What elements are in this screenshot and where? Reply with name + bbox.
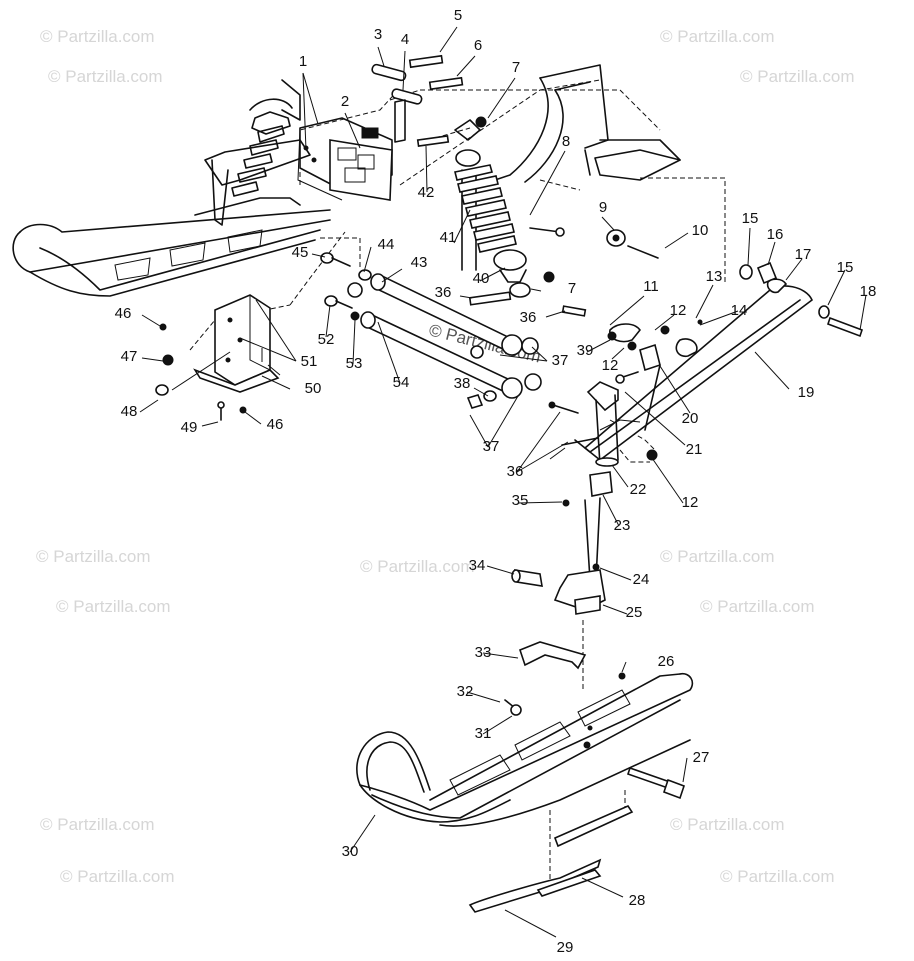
callout-45: 45 bbox=[292, 244, 309, 261]
leader-lines bbox=[139, 26, 867, 938]
watermark-text: © Partzilla.com bbox=[40, 815, 155, 834]
callout-19: 19 bbox=[798, 384, 815, 401]
callout-53: 53 bbox=[346, 355, 363, 372]
callout-40: 40 bbox=[473, 270, 490, 287]
callout-27: 27 bbox=[693, 749, 710, 766]
shock-mount-bracket bbox=[297, 117, 393, 201]
left-hardware bbox=[155, 252, 372, 421]
callout-32: 32 bbox=[457, 683, 474, 700]
callout-43: 43 bbox=[411, 254, 428, 271]
callout-37b: 37 bbox=[483, 438, 500, 455]
callout-46b: 46 bbox=[267, 416, 284, 433]
watermark-text: © Partzilla.com bbox=[720, 867, 835, 886]
callout-36: 36 bbox=[435, 284, 452, 301]
callout-52: 52 bbox=[318, 331, 335, 348]
callout-36b: 36 bbox=[520, 309, 537, 326]
callout-25: 25 bbox=[626, 604, 643, 621]
callout-37: 37 bbox=[552, 352, 569, 369]
callout-6: 6 bbox=[474, 37, 482, 54]
callout-31: 31 bbox=[475, 725, 492, 742]
front-ski bbox=[356, 672, 694, 913]
watermark-text: © Partzilla.com bbox=[670, 815, 785, 834]
callout-54: 54 bbox=[393, 374, 410, 391]
callout-36c: 36 bbox=[507, 463, 524, 480]
callout-1: 1 bbox=[299, 53, 307, 70]
watermark-text: © Partzilla.com bbox=[56, 597, 171, 616]
callout-7b: 7 bbox=[568, 280, 576, 297]
callout-51: 51 bbox=[301, 353, 318, 370]
callout-21: 21 bbox=[686, 441, 703, 458]
frame-tube bbox=[494, 64, 681, 183]
callout-34: 34 bbox=[469, 557, 486, 574]
background-frame bbox=[194, 79, 311, 226]
callout-41: 41 bbox=[440, 229, 457, 246]
callout-35: 35 bbox=[512, 492, 529, 509]
upper-hardware bbox=[371, 54, 659, 317]
watermark-text: © Partzilla.com bbox=[60, 867, 175, 886]
callout-12: 12 bbox=[670, 302, 687, 319]
callout-44: 44 bbox=[378, 236, 395, 253]
callout-13: 13 bbox=[706, 268, 723, 285]
left-bracket bbox=[193, 294, 281, 393]
callout-16: 16 bbox=[767, 226, 784, 243]
shock-absorber bbox=[454, 119, 531, 298]
callout-23: 23 bbox=[614, 517, 631, 534]
callout-33: 33 bbox=[475, 644, 492, 661]
watermarks: © Partzilla.com © Partzilla.com © Partzi… bbox=[36, 27, 855, 886]
ski-saddle bbox=[504, 641, 587, 716]
callout-2: 2 bbox=[341, 93, 349, 110]
callout-22: 22 bbox=[630, 481, 647, 498]
callout-5: 5 bbox=[454, 7, 462, 24]
callout-9: 9 bbox=[599, 199, 607, 216]
callout-12b: 12 bbox=[602, 357, 619, 374]
callout-15: 15 bbox=[742, 210, 759, 227]
callout-17: 17 bbox=[795, 246, 812, 263]
callout-12c: 12 bbox=[682, 494, 699, 511]
callout-15b: 15 bbox=[837, 259, 854, 276]
watermark-text: © Partzilla.com bbox=[360, 557, 475, 576]
callout-20: 20 bbox=[682, 410, 699, 427]
callout-46: 46 bbox=[115, 305, 132, 322]
radius-rods bbox=[360, 273, 579, 414]
callout-42: 42 bbox=[418, 184, 435, 201]
callout-14: 14 bbox=[731, 302, 748, 319]
callout-3: 3 bbox=[374, 26, 382, 43]
watermark-text: © Partzilla.com bbox=[700, 597, 815, 616]
callout-24: 24 bbox=[633, 571, 650, 588]
callout-10: 10 bbox=[692, 222, 709, 239]
spindle bbox=[511, 323, 670, 615]
trailing-arm bbox=[574, 261, 864, 462]
watermark-text: © Partzilla.com bbox=[40, 27, 155, 46]
callout-30: 30 bbox=[342, 843, 359, 860]
watermark-text: © Partzilla.com bbox=[48, 67, 163, 86]
watermark-text: © Partzilla.com bbox=[660, 547, 775, 566]
callout-29: 29 bbox=[557, 939, 574, 956]
callout-39: 39 bbox=[577, 342, 594, 359]
callout-7: 7 bbox=[512, 59, 520, 76]
callout-38: 38 bbox=[454, 375, 471, 392]
watermark-text: © Partzilla.com bbox=[740, 67, 855, 86]
callout-49: 49 bbox=[181, 419, 198, 436]
watermark-text: © Partzilla.com bbox=[36, 547, 151, 566]
callout-50: 50 bbox=[305, 380, 322, 397]
callout-48: 48 bbox=[121, 403, 138, 420]
callout-8: 8 bbox=[562, 133, 570, 150]
callout-18: 18 bbox=[860, 283, 877, 300]
callouts: 1 2 3 4 5 6 7 7 8 9 10 11 12 12 12 13 14… bbox=[115, 7, 877, 956]
background-ski bbox=[12, 209, 331, 297]
callout-26: 26 bbox=[658, 653, 675, 670]
callout-47: 47 bbox=[121, 348, 138, 365]
callout-11: 11 bbox=[643, 278, 659, 295]
callout-4: 4 bbox=[401, 31, 409, 48]
watermark-text: © Partzilla.com bbox=[660, 27, 775, 46]
callout-28: 28 bbox=[629, 892, 646, 909]
